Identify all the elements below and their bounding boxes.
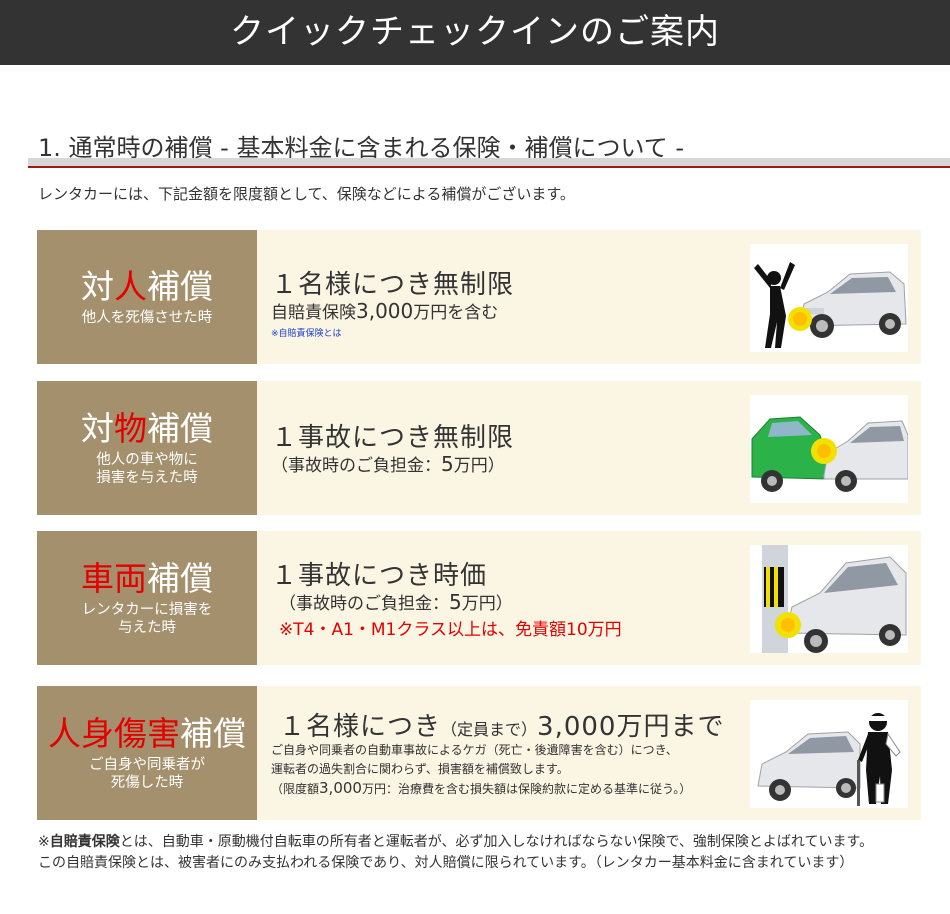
- coverage-subtitle: 他人の車や物に損害を与えた時: [96, 451, 198, 487]
- pedestrian-car-collision-illustration: [750, 244, 908, 352]
- coverage-detail: 自賠責保険3,000万円を含む: [271, 298, 498, 323]
- jibaiseki-info-link[interactable]: ※自賠責保険とは: [271, 329, 342, 339]
- detail-text: 万円を含む: [413, 303, 499, 323]
- coverage-detail: （事故時のご負担金：5万円）: [279, 589, 513, 614]
- deductible-warning: ※T4・A1・M1クラス以上は、免責額10万円: [279, 620, 622, 640]
- coverage-label: 車両補償 レンタカーに損害を与えた時: [37, 531, 257, 665]
- subtitle-line: 他人の車や物に: [96, 452, 198, 468]
- coverage-card-vehicle-damage: 車両補償 レンタカーに損害を与えた時 １事故につき時価 （事故時のご負担金：5万…: [37, 531, 921, 665]
- subtitle-line: 他人を死傷させた時: [81, 310, 213, 326]
- coverage-limit: （限度額3,000万円：治療費を含む損失額は保険約款に定める基準に従う。）: [271, 778, 691, 799]
- coverage-subtitle: レンタカーに損害を与えた時: [82, 601, 213, 637]
- coverage-card-bodily-injury: 対人補償 他人を死傷させた時 １名様につき無制限 自賠責保険3,000万円を含む…: [37, 230, 921, 364]
- coverage-label: 対人補償 他人を死傷させた時: [37, 230, 257, 364]
- limit-text: 万円：治療費を含む損失額は保険約款に定める基準に従う。）: [361, 782, 692, 796]
- title-part: 補償: [147, 409, 213, 448]
- title-part: 対: [81, 409, 114, 448]
- injured-person-car-illustration: [750, 700, 908, 808]
- car-car-collision-illustration: [750, 395, 908, 503]
- title-part: 補償: [147, 559, 213, 598]
- footnote: ※自賠責保険とは、自動車・原動機付自転車の所有者と運転者が、必ず加入しなければな…: [38, 832, 938, 874]
- coverage-amount: １事故につき無制限: [271, 423, 515, 453]
- coverage-body: １事故につき時価 （事故時のご負担金：5万円） ※T4・A1・M1クラス以上は、…: [271, 531, 741, 665]
- detail-text: 自賠責保険: [271, 303, 356, 323]
- coverage-body: １事故につき無制限 （事故時のご負担金：5万円）: [271, 381, 741, 515]
- limit-amount: 3,000: [319, 779, 362, 797]
- coverage-detail: （事故時のご負担金：5万円）: [271, 451, 505, 476]
- title-part: 対: [81, 267, 114, 306]
- coverage-label: 人身傷害補償 ご自身や同乗者が死傷した時: [37, 686, 257, 820]
- coverage-label: 対物補償 他人の車や物に損害を与えた時: [37, 381, 257, 515]
- coverage-amount: １事故につき時価: [271, 561, 488, 591]
- subtitle-line: レンタカーに損害を: [81, 602, 213, 618]
- title-part-highlight: 人: [114, 267, 147, 306]
- coverage-subtitle: 他人を死傷させた時: [82, 309, 213, 327]
- coverage-body: １名様につき無制限 自賠責保険3,000万円を含む ※自賠責保険とは: [271, 230, 741, 364]
- detail-text: （事故時のご負担金：: [271, 456, 441, 476]
- coverage-amount: １名様につき（定員まで）3,000万円まで: [279, 706, 724, 743]
- car-pole-collision-illustration: [750, 545, 908, 653]
- amount-text: 3,000万円まで: [537, 712, 725, 742]
- footnote-term: 自賠責保険: [49, 834, 120, 850]
- coverage-card-personal-injury: 人身傷害補償 ご自身や同乗者が死傷した時 １名様につき（定員まで）3,000万円…: [37, 686, 921, 820]
- intro-text: レンタカーには、下記金額を限度額として、保険などによる補償がございます。: [38, 185, 575, 203]
- title-part-highlight: 車両: [81, 559, 147, 598]
- coverage-description: 運転者の過失割合に関わらず、損害額を補償致します。: [271, 762, 569, 776]
- heading-divider-accent: [28, 166, 950, 168]
- subtitle-line: 与えた時: [118, 620, 176, 636]
- detail-text: 万円）: [453, 456, 505, 476]
- detail-amount: 5: [441, 452, 454, 476]
- coverage-title: 車両補償: [81, 559, 213, 599]
- title-part: 補償: [180, 714, 246, 753]
- detail-amount: 5: [449, 590, 462, 614]
- coverage-body: １名様につき（定員まで）3,000万円まで ご自身や同乗者の自動車事故によるケガ…: [271, 686, 741, 820]
- banner-title: クイックチェックインのご案内: [230, 12, 720, 52]
- title-part-highlight: 人身傷害: [48, 714, 180, 753]
- detail-text: （事故時のご負担金：: [279, 594, 449, 614]
- footnote-mark: ※: [38, 834, 50, 850]
- footnote-line: ※自賠責保険とは、自動車・原動機付自転車の所有者と運転者が、必ず加入しなければな…: [38, 832, 938, 853]
- heading-divider: [28, 158, 950, 166]
- detail-amount: 3,000: [356, 299, 414, 323]
- limit-text: （限度額: [271, 782, 320, 796]
- coverage-title: 対物補償: [81, 409, 213, 449]
- section-heading: 1. 通常時の補償 - 基本料金に含まれる保険・補償について -: [38, 134, 685, 162]
- coverage-title: 人身傷害補償: [48, 714, 246, 754]
- subtitle-line: 死傷した時: [110, 775, 184, 791]
- coverage-title: 対人補償: [81, 267, 213, 307]
- amount-note: （定員まで）: [441, 720, 538, 739]
- coverage-card-property-damage: 対物補償 他人の車や物に損害を与えた時 １事故につき無制限 （事故時のご負担金：…: [37, 381, 921, 515]
- coverage-description: ご自身や同乗者の自動車事故によるケガ（死亡・後遺障害を含む）につき、: [271, 743, 678, 757]
- coverage-subtitle: ご自身や同乗者が死傷した時: [89, 756, 205, 792]
- subtitle-line: ご自身や同乗者が: [89, 757, 205, 773]
- subtitle-line: 損害を与えた時: [96, 470, 198, 486]
- title-part: 補償: [147, 267, 213, 306]
- amount-text: １名様につき: [279, 712, 442, 742]
- page-banner: クイックチェックインのご案内: [0, 0, 950, 65]
- coverage-amount: １名様につき無制限: [271, 270, 515, 300]
- detail-text: 万円）: [461, 594, 513, 614]
- footnote-line: この自賠責保険とは、被害者にのみ支払われる保険であり、対人賠償に限られています。…: [38, 855, 854, 871]
- title-part-highlight: 物: [114, 409, 147, 448]
- footnote-text: とは、自動車・原動機付自転車の所有者と運転者が、必ず加入しなければならない保険で…: [119, 834, 874, 850]
